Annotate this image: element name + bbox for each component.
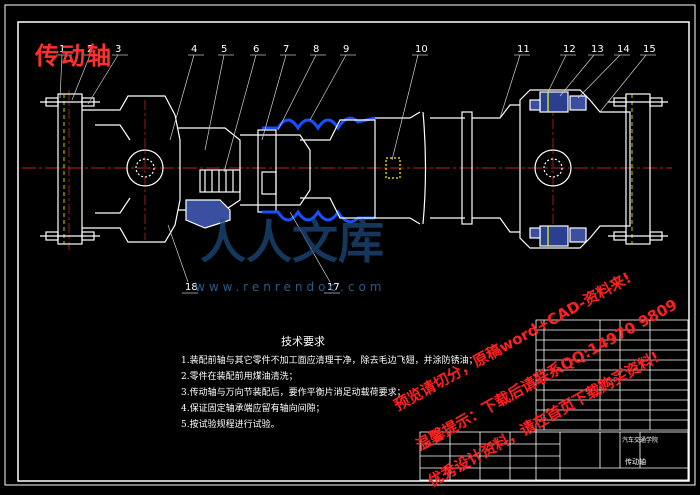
leader-lines xyxy=(59,54,647,283)
watermark-site: www.renrendoc.com xyxy=(195,280,386,294)
title-block-school: 汽车交通学院 xyxy=(622,437,659,444)
tech-requirement-3: 3.传动轴与万向节装配后，要作平衡片消足动载荷要求； xyxy=(181,388,406,398)
tech-requirements-title: 技术要求 xyxy=(281,335,325,348)
watermark-logo: 人人文库 xyxy=(200,215,384,269)
callout-4: 4 xyxy=(191,44,197,55)
shaft-tube xyxy=(300,104,520,233)
callout-13: 13 xyxy=(591,44,604,55)
spline-section xyxy=(178,127,311,229)
left-flange xyxy=(40,93,100,245)
rubber-bellows xyxy=(262,116,376,224)
right-flange xyxy=(608,93,668,245)
left-yoke xyxy=(82,95,181,243)
callout-17: 17 xyxy=(327,282,340,293)
callout-14: 14 xyxy=(617,44,630,55)
tech-requirement-2: 2.零件在装配前用煤油清洗； xyxy=(181,372,298,382)
tech-requirement-4: 4.保证固定轴承端应留有轴向间隙； xyxy=(181,404,325,414)
callout-12: 12 xyxy=(563,44,576,55)
svg-text:人人文库: 人人文库 xyxy=(200,215,384,269)
promo-watermark: 预览请切分，原稿word+CAD-资料来! 温馨提示：下载后请联系QQ:1497… xyxy=(370,269,700,495)
title-block xyxy=(419,319,689,481)
callout-10: 10 xyxy=(415,44,428,55)
callout-15: 15 xyxy=(643,44,656,55)
callout-6: 6 xyxy=(253,44,259,55)
callout-3: 3 xyxy=(115,44,121,55)
callout-8: 8 xyxy=(313,44,319,55)
tech-requirement-5: 5.按试验规程进行试验。 xyxy=(181,420,280,430)
right-yoke xyxy=(519,89,631,249)
callout-11: 11 xyxy=(517,44,530,55)
tech-requirement-1: 1.装配前轴与其它零件不加工面应清理干净，除去毛边飞翅，并涂防锈油； xyxy=(181,356,478,366)
callout-18: 18 xyxy=(185,282,198,293)
drawing-title-stamp: 传动轴 xyxy=(35,41,113,70)
callout-7: 7 xyxy=(283,44,289,55)
callout-1: 1 xyxy=(59,44,65,55)
callout-5: 5 xyxy=(221,44,227,55)
inner-border xyxy=(17,21,690,482)
title-block-name: 传动轴 xyxy=(625,458,646,466)
callout-9: 9 xyxy=(343,44,349,55)
callout-2: 2 xyxy=(87,44,93,55)
outer-border xyxy=(4,4,696,486)
